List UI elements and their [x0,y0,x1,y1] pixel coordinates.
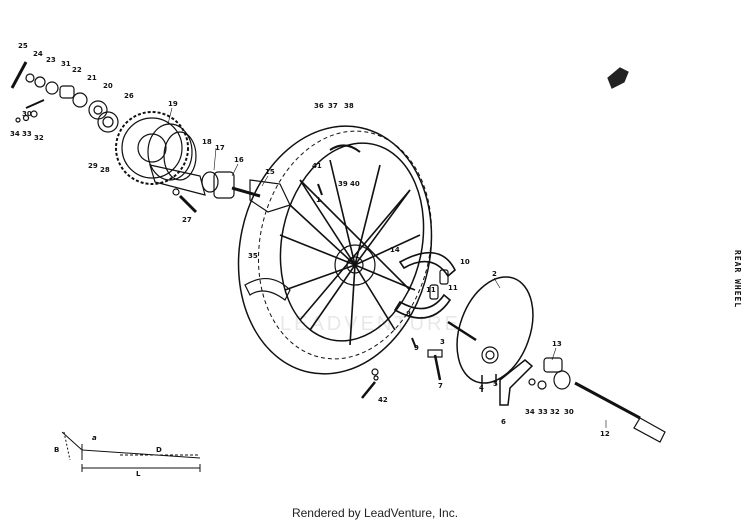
callout-14: 14 [390,246,400,254]
callout-1: 1 [316,196,321,204]
callout-2: 2 [492,270,497,278]
callout-40: 40 [350,180,360,188]
callout-32b: 32 [550,408,560,416]
callout-5: 5 [493,380,498,388]
callout-11a: 11 [426,286,436,294]
callout-30a: 30 [22,110,32,118]
callout-28: 28 [100,166,110,174]
callout-37: 37 [328,102,338,110]
callout-15: 15 [265,168,275,176]
callout-11b: 11 [448,284,458,292]
callout-24: 24 [33,50,43,58]
callout-8: 8 [406,310,411,318]
callout-17: 17 [215,144,225,152]
callout-16: 16 [234,156,244,164]
front-arrow-icon [607,67,629,89]
callout-19: 19 [168,100,178,108]
callout-32a: 32 [34,134,44,142]
section-title: REAR WHEEL [733,250,742,309]
footer-credit: Rendered by LeadVenture, Inc. [291,506,459,520]
dimension-inset [61,431,201,472]
callout-34b: 34 [525,408,535,416]
callout-41: 41 [312,162,322,170]
callout-18: 18 [202,138,212,146]
callout-23: 23 [46,56,56,64]
callout-27: 27 [182,216,192,224]
callout-3: 3 [440,338,445,346]
callout-6: 6 [501,418,506,426]
callout-33a: 33 [22,130,32,138]
callout-13: 13 [552,340,562,348]
callout-12: 12 [600,430,610,438]
inset-label-d: D [156,446,162,454]
callout-20: 20 [103,82,113,90]
callout-29: 29 [88,162,98,170]
callout-35: 35 [248,252,258,260]
callout-25: 25 [18,42,28,50]
callout-30b: 30 [564,408,574,416]
callout-31: 31 [61,60,71,68]
callout-10: 10 [460,258,470,266]
callout-39: 39 [338,180,348,188]
callout-26: 26 [124,92,134,100]
inset-label-a: a [92,434,97,442]
callout-4: 4 [479,384,484,392]
watermark: LEADVENTURE [280,313,461,335]
callout-9: 9 [414,344,419,352]
callout-42: 42 [378,396,388,404]
callout-38: 38 [344,102,354,110]
inset-label-l: L [136,470,141,478]
callout-22: 22 [72,66,82,74]
callout-34a: 34 [10,130,20,138]
callout-7: 7 [438,382,443,390]
inset-label-b: B [54,446,59,454]
callout-21: 21 [87,74,97,82]
callout-36: 36 [314,102,324,110]
callout-33b: 33 [538,408,548,416]
